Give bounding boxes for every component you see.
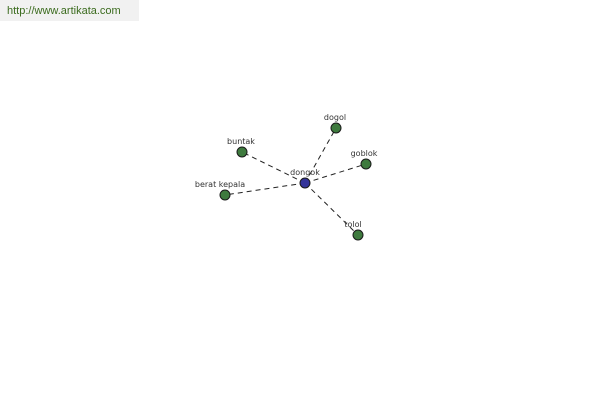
node-buntak[interactable] xyxy=(236,146,248,158)
node-dongok[interactable] xyxy=(299,177,311,189)
node-label-dogol: dogol xyxy=(324,113,346,122)
graph-edges xyxy=(224,127,367,236)
edge-dongok-dogol xyxy=(304,127,337,184)
node-goblok[interactable] xyxy=(360,158,372,170)
node-label-buntak: buntak xyxy=(227,137,255,146)
node-label-berat-kepala: berat kepala xyxy=(195,180,245,189)
source-url-link[interactable]: http://www.artikata.com xyxy=(0,0,139,21)
node-label-tolol: tolol xyxy=(344,220,361,229)
edge-dongok-tolol xyxy=(304,182,359,236)
graph-nodes xyxy=(219,122,372,241)
edge-dongok-goblok xyxy=(304,163,367,184)
node-label-dongok: dongok xyxy=(290,168,320,177)
node-berat-kepala[interactable] xyxy=(219,189,231,201)
graph-labels: dogol buntak goblok berat kepala tolol dongok xyxy=(195,113,378,229)
node-label-goblok: goblok xyxy=(351,149,378,158)
node-tolol[interactable] xyxy=(352,229,364,241)
edge-dongok-buntak xyxy=(241,151,306,184)
node-dogol[interactable] xyxy=(330,122,342,134)
edge-dongok-berat-kepala xyxy=(224,182,306,196)
